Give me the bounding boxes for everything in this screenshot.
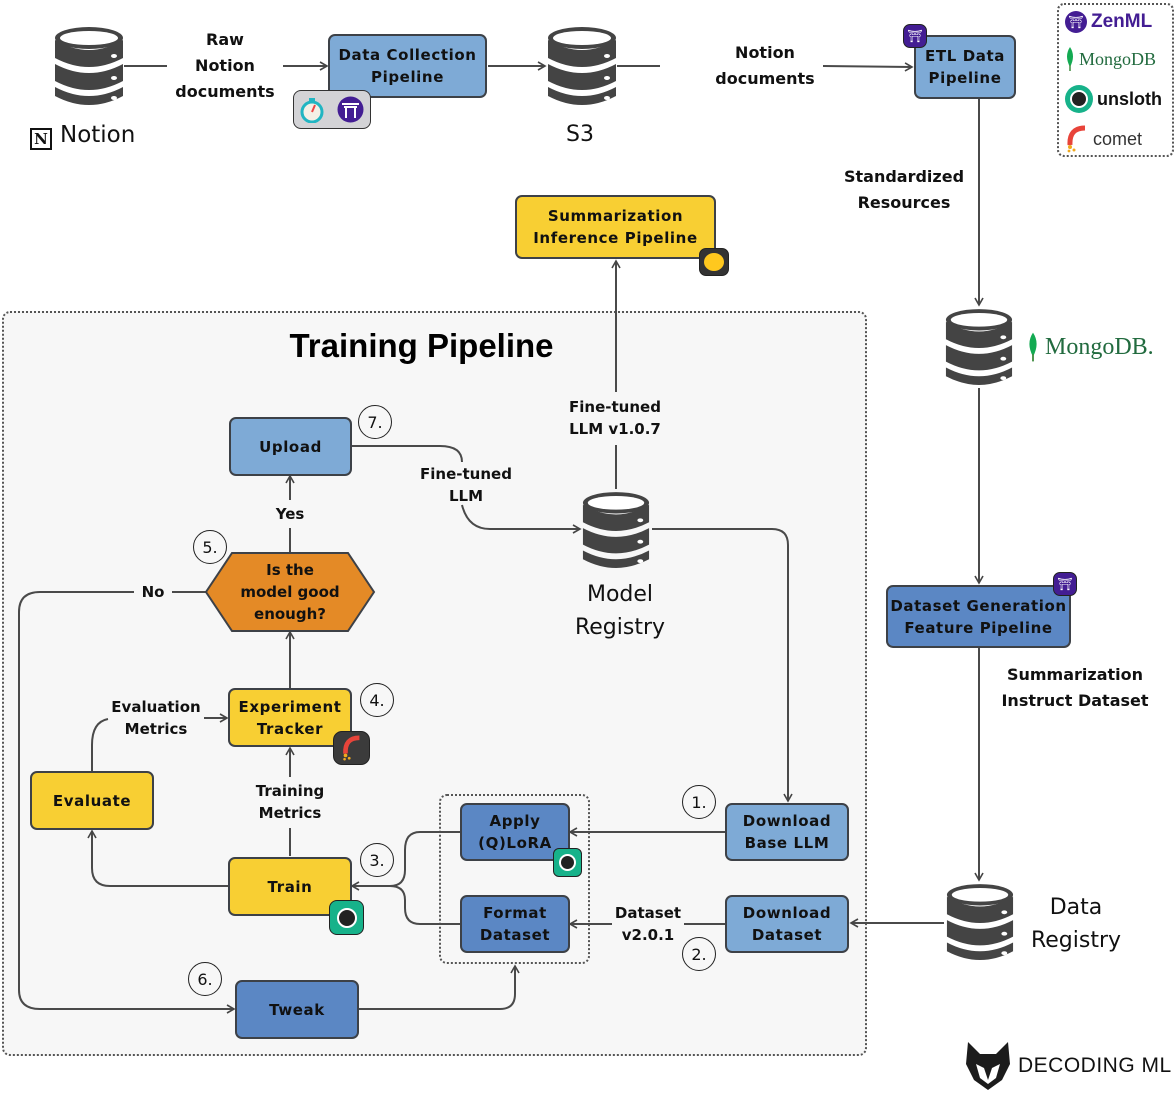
unsloth-icon	[553, 848, 582, 877]
no-label: No	[136, 581, 170, 603]
zenml-icon: ⛩	[1053, 572, 1077, 596]
tools-legend: ⛩ ZenML MongoDB unsloth comet	[1057, 3, 1174, 157]
zenml-icon: ⛩	[1065, 11, 1087, 33]
step-number-4: 4.	[360, 683, 394, 717]
apply-qlora-step[interactable]: Apply(Q)LoRA	[460, 803, 570, 861]
step-number-2: 2.	[682, 937, 716, 971]
fine-tuned-llm-label: Fine-tuned LLM	[420, 465, 512, 505]
mongodb-leaf-icon	[1067, 47, 1073, 71]
scheduler-badge-group	[293, 90, 371, 129]
s3-label: S3	[566, 122, 594, 147]
preprocessing-group	[439, 794, 590, 964]
decision-model-good-enough[interactable]: Is the model good enough?	[240, 561, 340, 623]
step-number-1: 1.	[682, 785, 716, 819]
notion-icon: N	[30, 128, 52, 150]
fine-tuned-llm-version-label: Fine-tuned LLM v1.0.7	[569, 398, 661, 438]
comet-icon	[1067, 125, 1086, 153]
decision-hexagon	[204, 552, 376, 632]
training-pipeline-title: Training Pipeline	[289, 327, 554, 364]
decoding-ml-brand: DECODING ML	[962, 1040, 1172, 1092]
edge-upload-to-registry	[352, 445, 580, 529]
data-registry-database-icon	[946, 884, 1014, 960]
stopwatch-icon	[300, 97, 324, 123]
edge-tweak-to-group	[359, 964, 520, 1010]
step-number-3: 3.	[360, 843, 394, 877]
training-metrics-label: Training Metrics	[255, 782, 325, 822]
tweak-step[interactable]: Tweak	[235, 980, 359, 1039]
legend-item-unsloth: unsloth	[1065, 85, 1162, 113]
edge-no-to-tweak	[18, 591, 236, 1014]
edge-format-to-train	[389, 885, 460, 925]
edge-train-to-evaluate	[87, 829, 228, 887]
evaluate-step[interactable]: Evaluate	[30, 771, 154, 830]
mongodb-database-icon	[945, 309, 1013, 385]
model-registry-database-icon	[582, 492, 650, 568]
notion-documents-label: Notion documents	[715, 43, 815, 88]
upload-step[interactable]: Upload	[229, 417, 352, 476]
step-number-5: 5.	[193, 530, 227, 564]
standardized-resources-label: Standardized Resources	[843, 167, 965, 212]
huggingface-icon	[699, 248, 729, 276]
notion-database-icon	[55, 27, 123, 105]
mongodb-leaf-icon	[1029, 332, 1037, 362]
edge-evaluate-to-evalmetrics	[91, 718, 109, 771]
data-registry-label: Data Registry	[1030, 895, 1122, 953]
edge-lora-to-train	[350, 831, 460, 891]
yes-label: Yes	[275, 505, 305, 523]
wolf-icon	[966, 1042, 1010, 1090]
step-number-6: 6.	[188, 962, 222, 996]
comet-icon	[333, 731, 370, 765]
zenml-icon	[337, 96, 364, 123]
edge-registry-to-download-base	[652, 528, 793, 803]
evaluation-metrics-label: Evaluation Metrics	[111, 698, 201, 738]
dataset-version-label: Dataset v2.0.1	[614, 904, 682, 944]
legend-item-comet: comet	[1065, 125, 1142, 153]
model-registry-label: Model Registry	[574, 582, 666, 640]
edge-notiondocs-to-etl	[822, 62, 914, 72]
summarization-instruct-dataset-label: Summarization Instruct Dataset	[1001, 665, 1149, 710]
unsloth-icon	[329, 900, 364, 935]
zenml-icon: ⛩	[903, 24, 927, 48]
unsloth-icon	[1065, 85, 1093, 113]
step-number-7: 7.	[358, 405, 392, 439]
mongodb-logo: MongoDB.	[1027, 332, 1154, 362]
s3-database-icon	[548, 27, 616, 105]
legend-item-mongodb: MongoDB	[1065, 47, 1156, 71]
raw-notion-documents-label: Raw Notion documents	[175, 30, 275, 101]
legend-item-zenml: ⛩ ZenML	[1065, 11, 1152, 33]
training-pipeline-frame	[2, 311, 867, 1056]
